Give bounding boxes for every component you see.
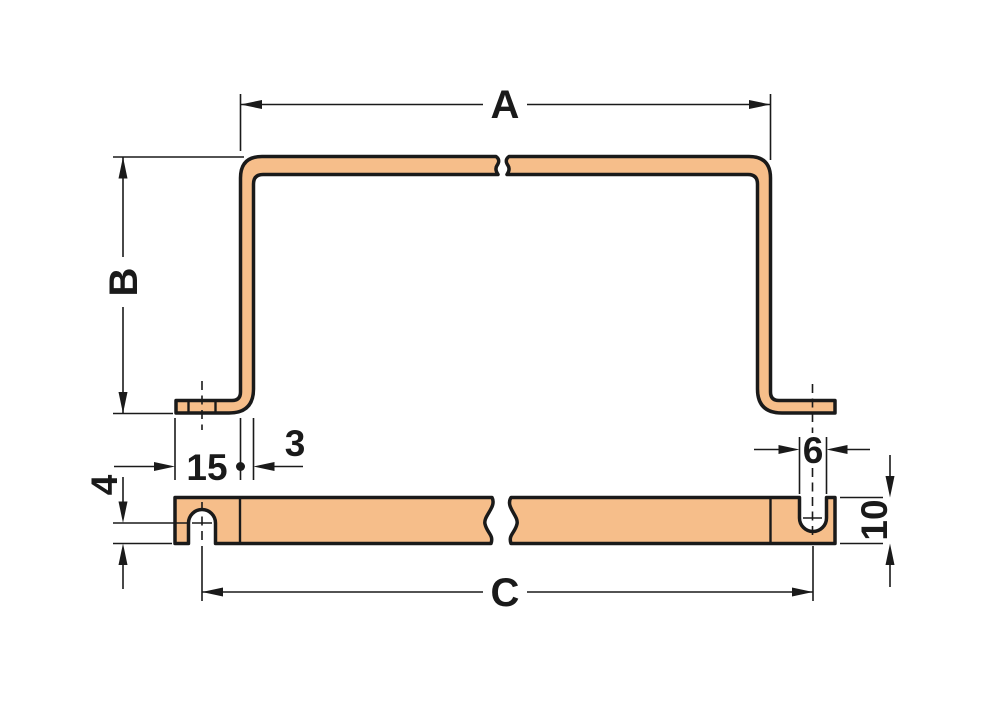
slot-offset-arrowhead-bottom (118, 543, 128, 565)
foot-length-dot-terminator (236, 462, 245, 471)
plan-view (173, 468, 837, 546)
a-arrowhead-left (240, 100, 262, 109)
c-arrowhead-right (792, 587, 813, 597)
slot-width-label: 6 (803, 430, 824, 471)
strip-left-piece (173, 495, 495, 546)
thickness-arrowhead (253, 462, 275, 471)
dimension-slot-offset: 4 (84, 474, 187, 589)
slot-offset-label: 4 (84, 474, 125, 495)
foot-length-label: 15 (186, 447, 227, 488)
dimension-strip-width: 10 (840, 455, 895, 587)
b-arrowhead-bottom (118, 392, 128, 414)
b-arrowhead-top (118, 157, 128, 179)
slot-width-arrowhead-left (778, 445, 800, 454)
strip-width-arrowhead-top (885, 476, 895, 498)
c-arrowhead-left (202, 587, 223, 597)
dimension-slot-width: 6 (754, 430, 870, 494)
slot-offset-arrowhead-top (118, 501, 128, 523)
dimension-thickness: 3 (252, 418, 306, 480)
a-arrowhead-right (749, 100, 771, 109)
front-view (174, 154, 837, 433)
thickness-label: 3 (285, 423, 306, 464)
a-label: A (491, 83, 520, 127)
strap-left-half (174, 154, 501, 415)
dimension-b: B (102, 156, 244, 415)
strip-width-label: 10 (854, 499, 895, 540)
dimension-c: C (201, 546, 814, 615)
strap-right-half (504, 154, 837, 415)
c-label: C (491, 571, 520, 615)
strip-width-arrowhead-bottom (885, 543, 895, 565)
foot-length-arrowhead (154, 462, 175, 471)
dimension-foot-length: 15 (114, 418, 245, 488)
dimension-a: A (239, 83, 772, 160)
strip-right-piece (507, 495, 837, 546)
b-label: B (102, 268, 146, 297)
slot-width-arrowhead-right (826, 445, 848, 454)
